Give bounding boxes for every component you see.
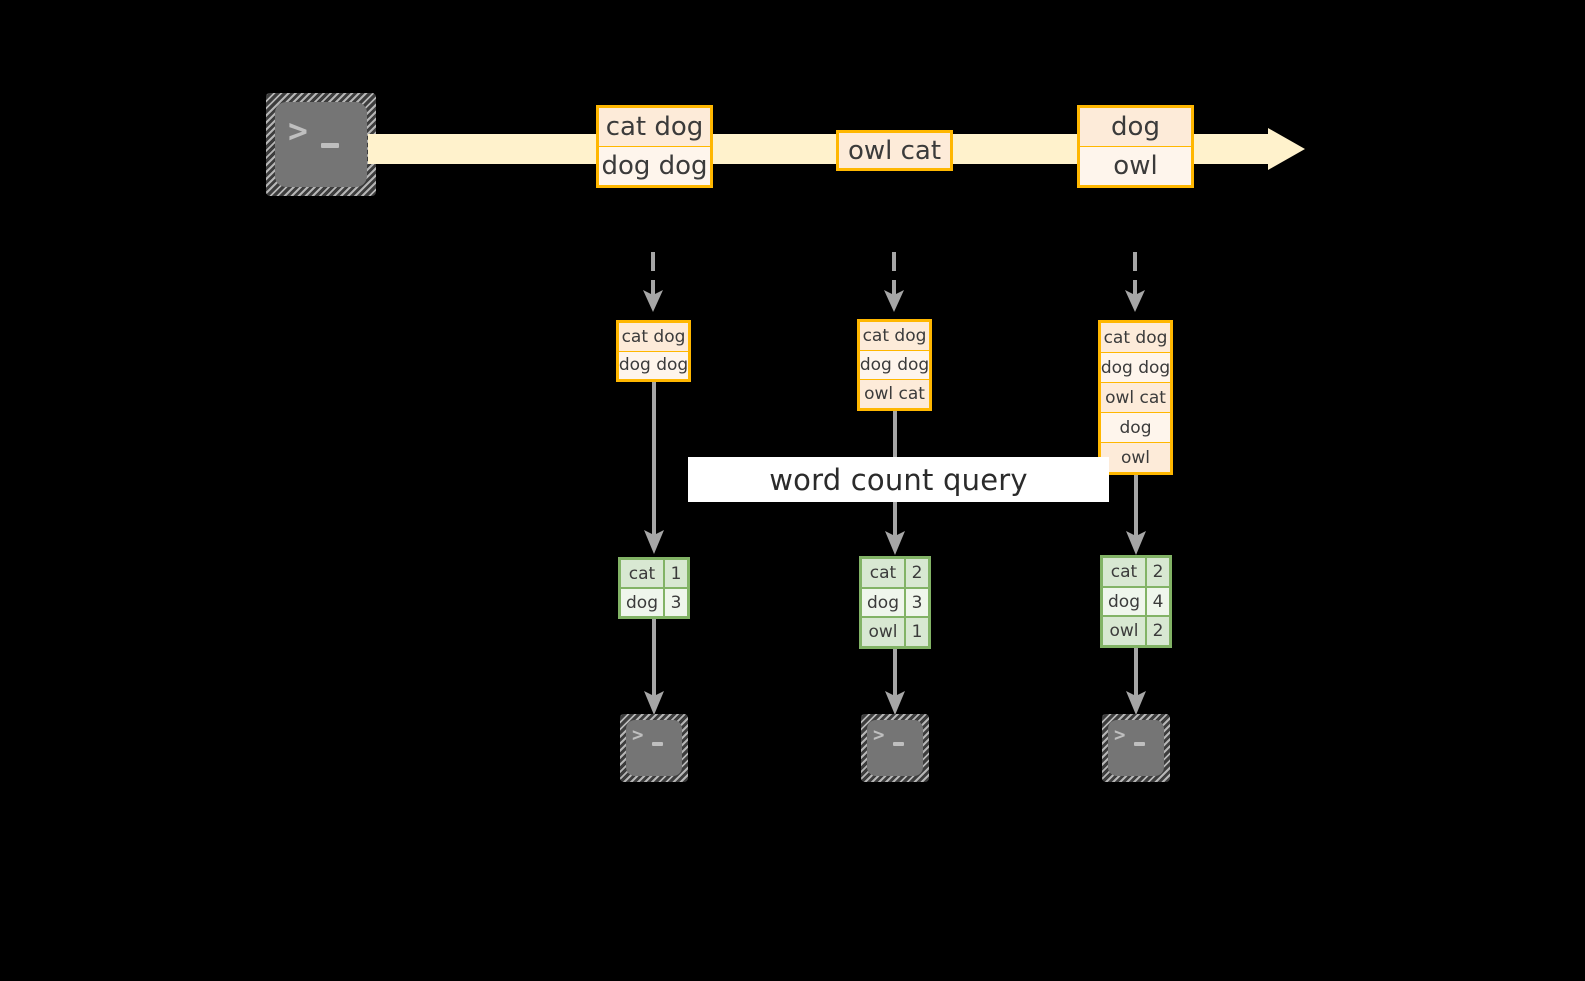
- stream-record-line: owl cat: [839, 133, 950, 168]
- stream-record-line: dog: [1080, 108, 1191, 147]
- terminal-cursor-icon: [652, 742, 663, 746]
- table-row: dog 3: [621, 589, 687, 616]
- result-word: dog: [862, 588, 906, 617]
- result-count: 2: [1147, 617, 1169, 646]
- stream-record-line: dog dog: [599, 147, 710, 185]
- sink-terminal-icon: >: [861, 714, 929, 782]
- snapshot-input-line: owl cat: [1101, 383, 1170, 413]
- result-count: 2: [1147, 558, 1169, 586]
- prompt-chevron-icon: >: [1114, 724, 1126, 746]
- terminal-cursor-icon: [893, 742, 904, 746]
- snapshot-input-box: cat dog dog dog owl cat dog owl: [1098, 320, 1173, 475]
- result-table: cat 2 dog 4 owl 2: [1100, 555, 1172, 648]
- snapshot-input-line: cat dog: [619, 323, 688, 352]
- source-terminal-icon: >: [266, 93, 376, 196]
- table-row: owl 1: [862, 618, 928, 647]
- sink-connector: [641, 619, 667, 717]
- snapshot-input-box: cat dog dog dog: [616, 320, 691, 382]
- terminal-cursor-icon: [1134, 742, 1145, 746]
- prompt-chevron-icon: >: [873, 724, 885, 746]
- table-row: dog 4: [1103, 587, 1169, 618]
- query-connector: [1123, 475, 1149, 557]
- snapshot-input-line: owl cat: [860, 380, 929, 408]
- result-count: 3: [665, 589, 687, 616]
- result-count: 4: [1147, 587, 1169, 616]
- sink-connector: [882, 649, 908, 717]
- query-label-text: word count query: [769, 462, 1028, 497]
- result-word: dog: [621, 589, 665, 616]
- result-table: cat 1 dog 3: [618, 557, 690, 619]
- terminal-screen: >: [626, 720, 682, 776]
- terminal-screen: >: [867, 720, 923, 776]
- table-row: cat 2: [862, 559, 928, 589]
- prompt-chevron-icon: >: [288, 111, 308, 150]
- result-word: owl: [862, 618, 906, 647]
- snapshot-input-line: dog dog: [860, 351, 929, 380]
- stream-record-line: cat dog: [599, 108, 710, 147]
- stream-record: cat dog dog dog: [596, 105, 713, 188]
- sink-connector: [1123, 648, 1149, 717]
- table-row: owl 2: [1103, 617, 1169, 646]
- sink-terminal-icon: >: [1102, 714, 1170, 782]
- result-word: cat: [862, 559, 906, 587]
- stream-record: owl cat: [836, 130, 953, 171]
- snapshot-input-box: cat dog dog dog owl cat: [857, 319, 932, 411]
- snapshot-input-line: owl: [1101, 443, 1170, 472]
- table-row: dog 3: [862, 588, 928, 619]
- snapshot-tap-connector: [1122, 252, 1148, 316]
- snapshot-input-line: dog: [1101, 413, 1170, 443]
- result-count: 1: [665, 560, 687, 587]
- terminal-screen: >: [1108, 720, 1164, 776]
- snapshot-tap-connector: [640, 252, 666, 316]
- snapshot-input-line: cat dog: [860, 322, 929, 351]
- prompt-chevron-icon: >: [632, 724, 644, 746]
- table-row: cat 1: [621, 560, 687, 589]
- result-word: cat: [621, 560, 665, 587]
- snapshot-input-line: cat dog: [1101, 323, 1170, 353]
- snapshot-input-line: dog dog: [1101, 353, 1170, 383]
- result-word: dog: [1103, 587, 1147, 616]
- table-row: cat 2: [1103, 558, 1169, 588]
- snapshot-tap-connector: [881, 252, 907, 316]
- result-count: 1: [906, 618, 928, 647]
- sink-terminal-icon: >: [620, 714, 688, 782]
- query-label: word count query: [688, 457, 1109, 502]
- result-count: 3: [906, 588, 928, 617]
- result-count: 2: [906, 559, 928, 587]
- snapshot-input-line: dog dog: [619, 351, 688, 379]
- query-connector: [641, 382, 667, 556]
- stream-record-line: owl: [1080, 147, 1191, 185]
- result-table: cat 2 dog 3 owl 1: [859, 556, 931, 649]
- result-word: cat: [1103, 558, 1147, 586]
- result-word: owl: [1103, 617, 1147, 646]
- terminal-cursor-icon: [321, 143, 339, 148]
- terminal-screen: >: [275, 102, 367, 187]
- stream-record: dog owl: [1077, 105, 1194, 188]
